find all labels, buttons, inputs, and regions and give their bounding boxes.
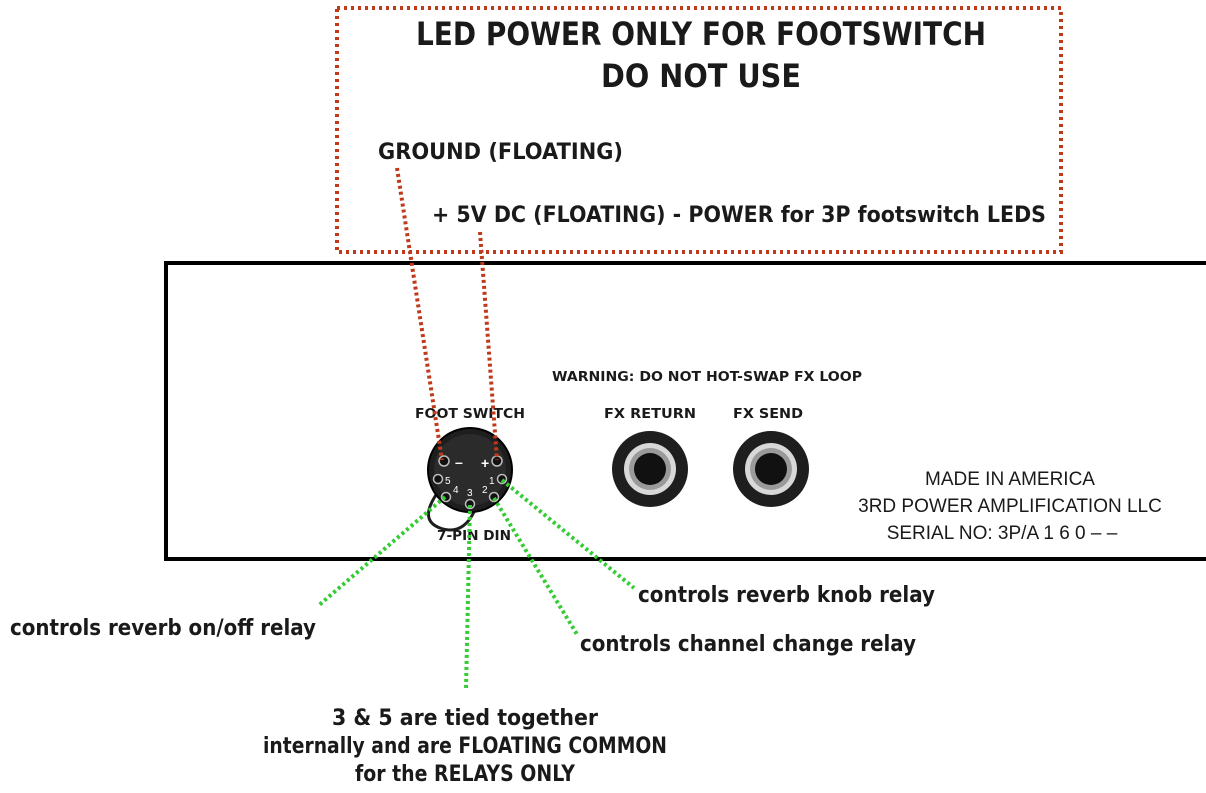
din-pin-4-label: 4 [453,485,459,496]
din-pin-5-label: 5 [445,476,451,487]
reverb-knob-leader-line [500,478,636,590]
made-in-text: MADE IN AMERICA [925,469,1095,490]
din-7-pin-connector: – + 5 1 4 2 3 [427,427,513,532]
ground-label: GROUND (FLOATING) [378,140,623,165]
fx-return-jack [612,431,688,507]
din-pin-minus-label: – [455,454,463,470]
fx-return-label: FX RETURN [604,407,696,422]
channel-change-callout: controls channel change relay [580,632,916,657]
ground-leader-line [395,167,444,461]
channel-change-leader-line [492,496,580,638]
reverb-onoff-leader-line [316,495,447,608]
din-pin-1-label: 1 [489,476,495,487]
warning-title-line1: LED POWER ONLY FOR FOOTSWITCH [416,15,986,53]
din-pin-3 [464,498,476,510]
serial-text: SERIAL NO: 3P/A 1 6 0 – – [887,523,1118,544]
common-callout-line3: for the RELAYS ONLY [355,762,576,787]
company-text: 3RD POWER AMPLIFICATION LLC [858,496,1162,517]
power-label: + 5V DC (FLOATING) - POWER for 3P footsw… [432,203,1046,228]
din-pin-2-label: 2 [482,485,488,496]
common-callout-line1: 3 & 5 are tied together [332,706,598,731]
reverb-knob-callout: controls reverb knob relay [638,583,935,608]
din-connector-label: 7-PIN DIN [437,529,511,544]
din-pin-3-label: 3 [467,488,473,499]
common-callout-line2: internally and are FLOATING COMMON [263,734,667,759]
fx-send-jack [733,431,809,507]
rear-panel [164,261,1206,561]
fx-send-label: FX SEND [733,407,803,422]
common-leader-line [464,504,472,689]
din-pin-5 [432,473,444,485]
warning-title-line2: DO NOT USE [601,57,801,95]
din-pin-plus-label: + [481,455,489,471]
warning-box-border [335,6,1063,254]
power-leader-line [478,231,499,461]
din-pin-plus [491,455,503,467]
footswitch-label: FOOT SWITCH [415,407,525,422]
reverb-onoff-callout: controls reverb on/off relay [10,616,316,641]
fx-loop-warning: WARNING: DO NOT HOT-SWAP FX LOOP [552,370,862,385]
din-pin-minus [438,455,450,467]
